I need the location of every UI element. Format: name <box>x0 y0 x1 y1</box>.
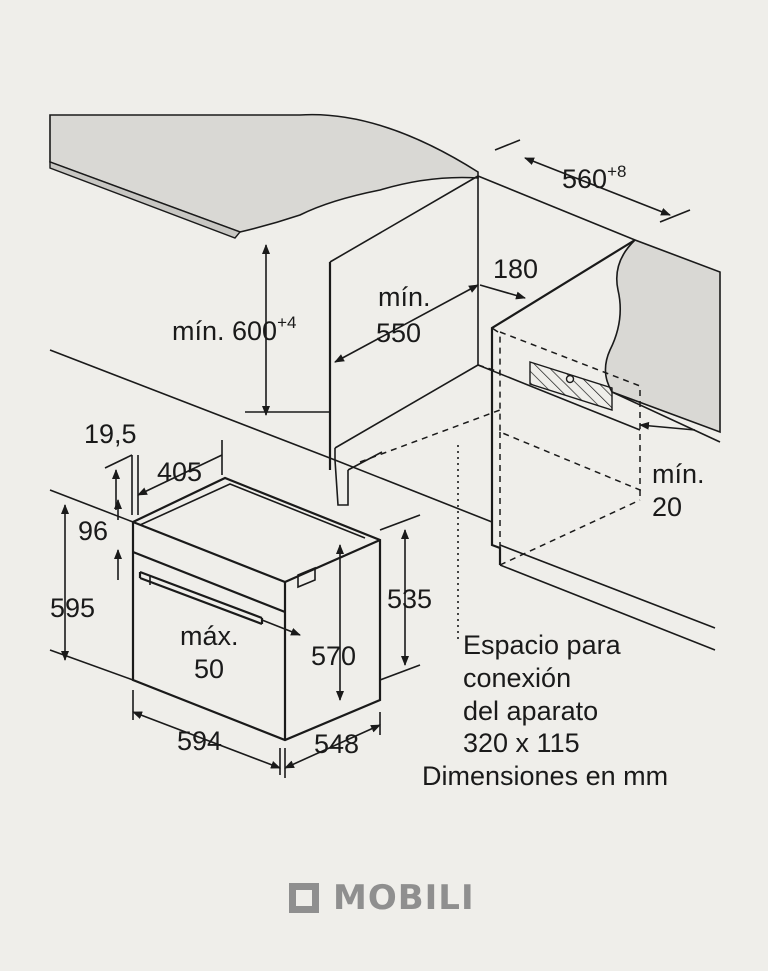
dimension-labels: 560+8 mín. 600+4 mín. 550 180 mín. 20 19… <box>50 162 705 759</box>
oven <box>131 476 382 742</box>
note-line-1: Espacio para <box>463 630 622 660</box>
total-width-label: 594 <box>177 726 222 756</box>
countertop <box>49 113 479 239</box>
max-label: máx. <box>180 621 239 651</box>
top-offset-label: 96 <box>78 516 108 546</box>
total-height-label: 595 <box>50 593 95 623</box>
note-line-4: 320 x 115 <box>463 728 580 758</box>
notes: Espacio para conexión del aparato 320 x … <box>422 630 668 791</box>
max-value: 50 <box>194 654 224 684</box>
note-line-2: conexión <box>463 663 571 693</box>
vent-depth-label: 180 <box>493 254 538 284</box>
gap-min-value: 20 <box>652 492 682 522</box>
panel-depth-label: 405 <box>157 457 202 487</box>
front-offset-label: 19,5 <box>84 419 137 449</box>
depth-min-label: mín. <box>378 282 431 312</box>
note-line-3: del aparato <box>463 696 598 726</box>
gap-min-label: mín. <box>652 459 705 489</box>
inner-height-label: 570 <box>311 641 356 671</box>
min-height-label: mín. 600+4 <box>172 313 296 346</box>
brand-square-icon <box>289 883 319 913</box>
units-note: Dimensiones en mm <box>422 761 668 791</box>
depth-min-value: 550 <box>376 318 421 348</box>
brand-logo: MOBILI <box>289 878 475 918</box>
cabinet-niche <box>49 175 721 651</box>
total-depth-label: 548 <box>314 729 359 759</box>
dimension-lines <box>49 139 696 778</box>
body-height-label: 535 <box>387 584 432 614</box>
brand-name: MOBILI <box>333 878 475 918</box>
niche-width-label: 560+8 <box>562 162 626 194</box>
